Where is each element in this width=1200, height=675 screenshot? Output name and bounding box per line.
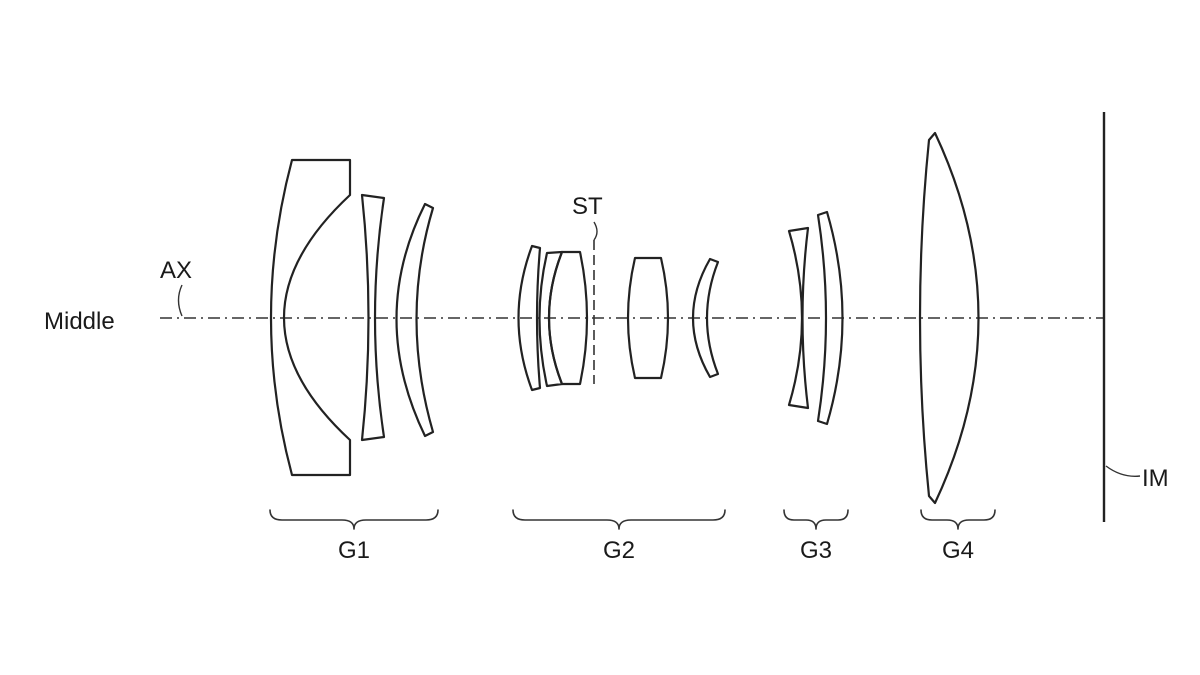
g1-lens-1 [269, 158, 352, 477]
g1-bracket [269, 509, 439, 530]
g3-lens-1 [787, 226, 810, 410]
g2-lens-5 [691, 257, 720, 379]
stop-leader-line [593, 221, 598, 241]
g1-lens-3 [395, 202, 435, 438]
image-plane-leader-line [1105, 465, 1141, 477]
g2-label: G2 [603, 537, 635, 564]
middle-label: Middle [44, 308, 115, 335]
g4-bracket [920, 509, 996, 530]
g1-label: G1 [338, 537, 370, 564]
g2-lens-1 [517, 244, 542, 392]
g3-bracket [783, 509, 849, 530]
g1-lens-2 [360, 193, 386, 442]
g2-bracket [512, 509, 726, 530]
g3-label: G3 [800, 537, 832, 564]
g4-lens-1 [918, 131, 980, 505]
axis-label: AX [160, 257, 192, 284]
stop-label: ST [572, 193, 603, 220]
g3-lens-2 [816, 210, 844, 426]
g2-lens-2 [538, 250, 564, 388]
image-plane-label: IM [1142, 465, 1169, 492]
g2-lens-3 [547, 250, 589, 386]
g2-lens-4 [626, 256, 670, 380]
g4-label: G4 [942, 537, 974, 564]
axis-leader-line [177, 284, 183, 317]
